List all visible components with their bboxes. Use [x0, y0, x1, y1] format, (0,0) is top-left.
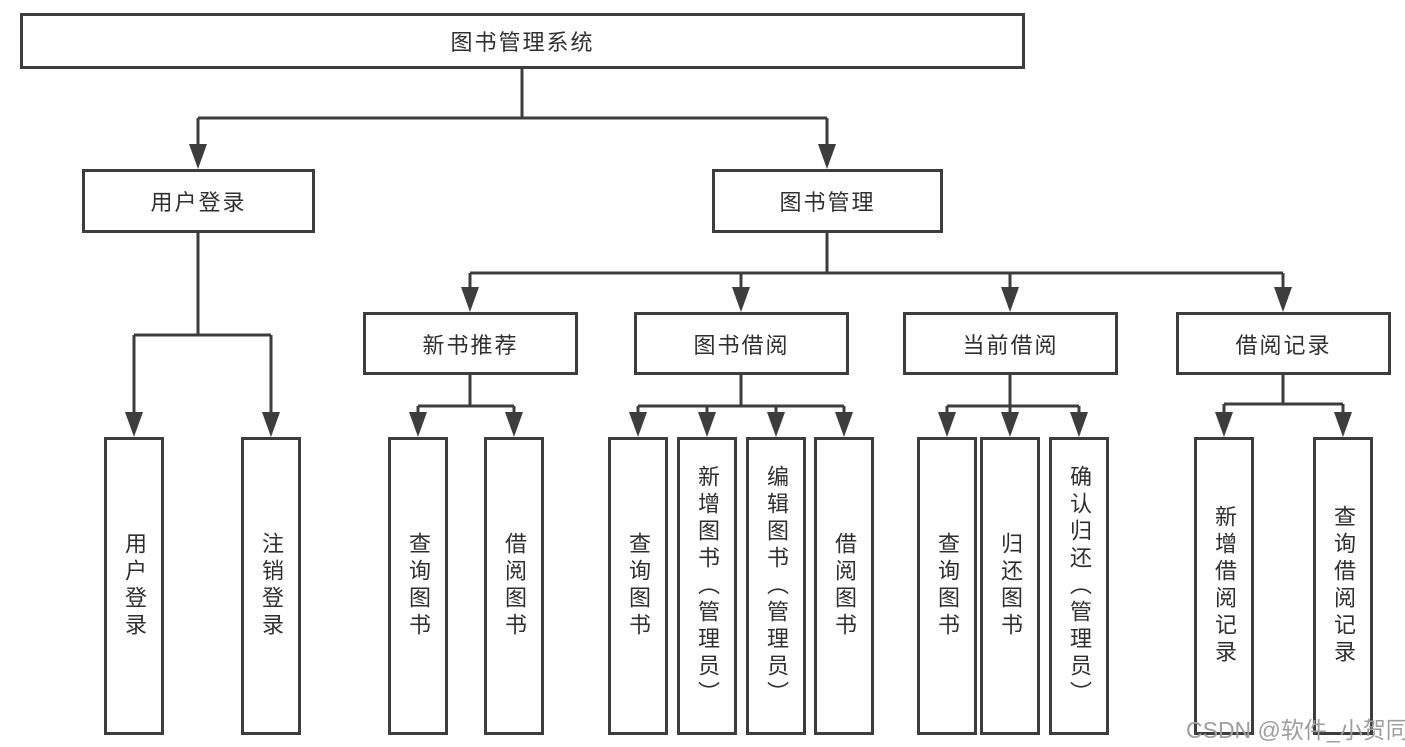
node-book-borrow: 图书借阅 — [634, 312, 849, 375]
node-label: 用户登录 — [122, 532, 147, 640]
node-borrow-books-recommend: 借阅图书 — [484, 437, 544, 735]
node-label: 借阅图书 — [832, 532, 857, 640]
node-label: 新增图书（管理员） — [695, 464, 720, 708]
node-query-books-borrow: 查询图书 — [608, 437, 668, 735]
node-label: 新书推荐 — [422, 332, 519, 358]
node-label: 当前借阅 — [962, 332, 1059, 358]
node-label: 新增借阅记录 — [1212, 505, 1237, 667]
node-query-books-recommend: 查询图书 — [388, 437, 448, 735]
node-new-book-recommend: 新书推荐 — [363, 312, 578, 375]
node-label: 图书管理系统 — [450, 30, 595, 55]
node-label: 用户登录 — [150, 190, 247, 215]
node-edit-book-admin: 编辑图书（管理员） — [746, 437, 806, 735]
node-query-books-current: 查询图书 — [917, 437, 977, 735]
node-label: 图书管理 — [779, 190, 876, 215]
node-label: 借阅记录 — [1235, 332, 1332, 358]
node-confirm-return-admin: 确认归还（管理员） — [1049, 437, 1109, 735]
node-label: 查询图书 — [935, 532, 960, 640]
node-book-management: 图书管理 — [712, 169, 943, 233]
node-label: 编辑图书（管理员） — [764, 464, 789, 708]
node-user-login-leaf: 用户登录 — [104, 437, 164, 735]
node-borrow-records: 借阅记录 — [1176, 312, 1391, 375]
node-label: 查询借阅记录 — [1331, 505, 1356, 667]
node-current-borrow: 当前借阅 — [903, 312, 1118, 375]
node-logout: 注销登录 — [241, 437, 301, 735]
node-add-borrow-record: 新增借阅记录 — [1194, 437, 1254, 735]
node-label: 归还图书 — [998, 532, 1023, 640]
node-query-borrow-record: 查询借阅记录 — [1313, 437, 1373, 735]
node-label: 查询图书 — [626, 532, 651, 640]
node-borrow-books-leaf: 借阅图书 — [814, 437, 874, 735]
node-label: 查询图书 — [406, 532, 431, 640]
node-root: 图书管理系统 — [20, 13, 1025, 69]
node-user-login: 用户登录 — [82, 169, 315, 233]
node-label: 注销登录 — [259, 532, 284, 640]
node-add-book-admin: 新增图书（管理员） — [677, 437, 737, 735]
node-return-book: 归还图书 — [980, 437, 1040, 735]
node-label: 图书借阅 — [693, 332, 790, 358]
node-label: 确认归还（管理员） — [1067, 464, 1092, 708]
node-label: 借阅图书 — [502, 532, 527, 640]
